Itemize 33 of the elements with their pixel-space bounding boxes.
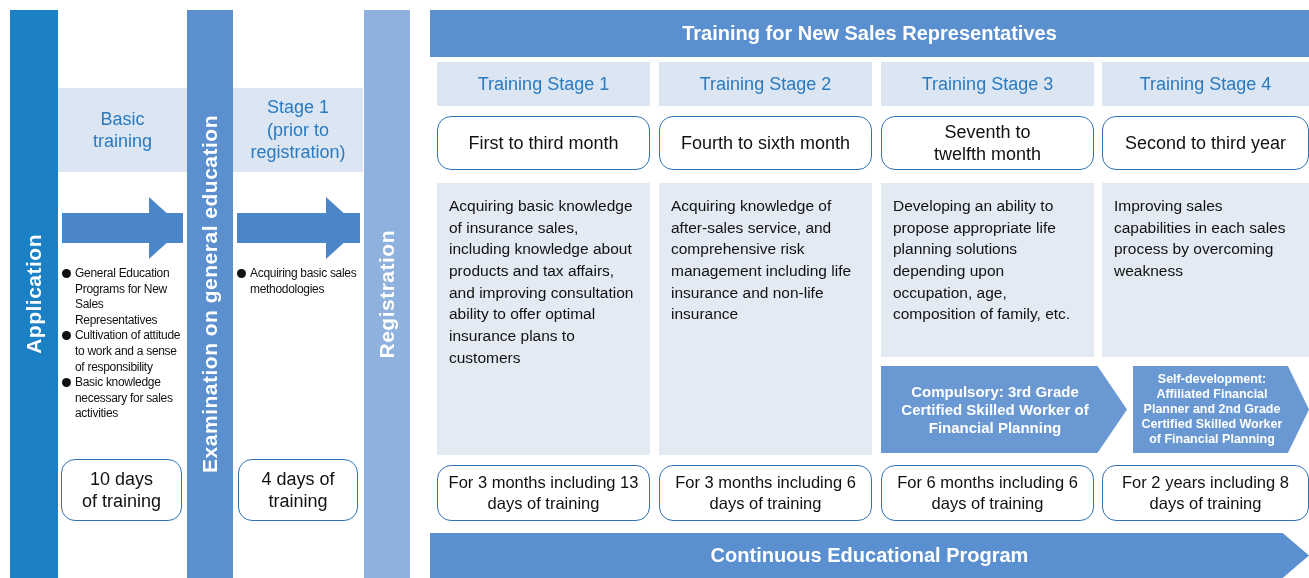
description-panel: Acquiring knowledge of after-sales service, and comprehensive risk management including life insurance and non-life insurance: [659, 183, 872, 455]
block-arrow: [62, 197, 183, 259]
chevron-box: Self-development: Affiliated Financial Planner and 2nd Grade Certified Skilled Worker of Financial Planning: [1133, 366, 1309, 453]
bullet-text: Cultivation of attitude to work and a sense of responsibility: [75, 328, 181, 374]
vertical-bar: Registration: [364, 10, 410, 578]
rounded-box: 10 days of training: [61, 459, 182, 521]
header-panel: Basic training: [58, 88, 187, 172]
rounded-box: Fourth to sixth month: [659, 116, 872, 170]
bullet-text: Acquiring basic sales methodologies: [250, 266, 357, 296]
rounded-box: Seventh to twelfth month: [881, 116, 1094, 170]
header-panel: Training Stage 2: [659, 62, 872, 106]
rounded-box: Second to third year: [1102, 116, 1309, 170]
vertical-bar: Application: [10, 10, 58, 578]
rounded-box: For 3 months including 6 days of training: [659, 465, 872, 521]
rounded-box: For 2 years including 8 days of training: [1102, 465, 1309, 521]
rounded-box: 4 days of training: [238, 459, 358, 521]
vertical-bar: Examination on general education: [187, 10, 233, 578]
bullet-text: General Education Programs for New Sales Representatives: [75, 266, 170, 327]
description-panel: Developing an ability to propose appropriate life planning solutions depending upon occupation, age, composition of family, etc.: [881, 183, 1094, 357]
header-panel: Training Stage 3: [881, 62, 1094, 106]
block-arrow: [237, 197, 360, 259]
description-panel: Improving sales capabilities in each sales process by overcoming weakness: [1102, 183, 1309, 357]
rounded-box: For 6 months including 6 days of training: [881, 465, 1094, 521]
rounded-box: For 3 months including 13 days of training: [437, 465, 650, 521]
banner: Training for New Sales Representatives: [430, 10, 1309, 57]
header-panel: Stage 1 (prior to registration): [233, 88, 363, 172]
rounded-box: First to third month: [437, 116, 650, 170]
bullet-text: Basic knowledge necessary for sales activities: [75, 375, 173, 421]
description-panel: Acquiring basic knowledge of insurance sales, including knowledge about products and tax affairs, and improving consultation ability to offer optimal insurance plans to customers: [437, 183, 650, 455]
header-panel: Training Stage 4: [1102, 62, 1309, 106]
header-panel: Training Stage 1: [437, 62, 650, 106]
chevron-box: Compulsory: 3rd Grade Certified Skilled Worker of Financial Planning: [881, 366, 1127, 453]
banner: Continuous Educational Program: [430, 533, 1309, 578]
